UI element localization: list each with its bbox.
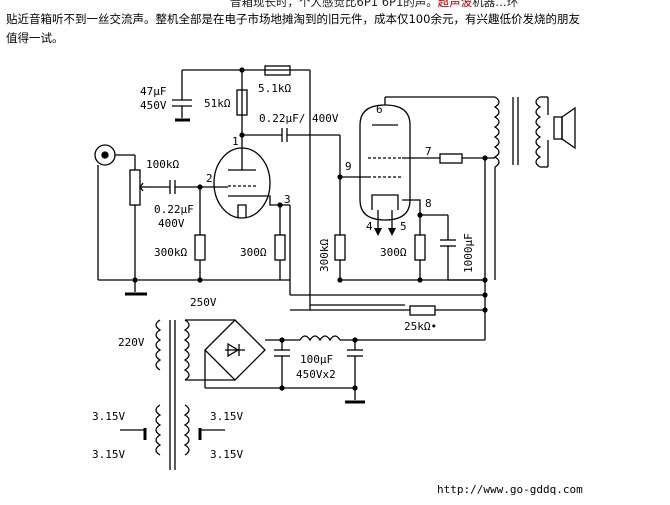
potentiometer-symbol	[129, 155, 150, 280]
label-400v-input: 400V	[158, 217, 185, 230]
label-022uf-input: 0.22μF	[154, 203, 194, 216]
header-line-partial: 音箱现长时，个人感觉比6P1 6P1的声。超声波机器…环	[230, 0, 518, 9]
label-pin-4: 4	[366, 220, 373, 233]
tube-2-symbol	[359, 104, 411, 221]
label-pin-1: 1	[232, 135, 239, 148]
article-link[interactable]: 超声波	[437, 0, 473, 9]
label-pin-2: 2	[206, 172, 213, 185]
label-pin-8: 8	[425, 197, 432, 210]
article-text-line: 贴近音箱听不到一丝交流声。整机全部是在电子市场地摊淘到的旧元件，成本仅100余元…	[6, 12, 580, 26]
bridge-rectifier-symbol	[204, 319, 266, 381]
label-022uf-400v-top: 0.22μF/ 400V	[259, 112, 339, 125]
output-transformer-symbol	[493, 96, 549, 280]
label-100uf: 100μF	[300, 353, 333, 366]
label-1000uf: 1000μF	[462, 233, 475, 273]
label-450vx2: 450Vx2	[296, 368, 336, 381]
power-transformer-symbol	[155, 319, 190, 470]
label-pin-7: 7	[425, 145, 432, 158]
label-450v: 450V	[140, 99, 167, 112]
source-url-watermark: http://www.go-gddq.com	[437, 483, 583, 496]
label-315v-c: 3.15V	[210, 410, 243, 423]
tube-1-symbol	[213, 147, 271, 219]
speaker-icon	[553, 106, 576, 150]
label-25k: 25kΩ•	[404, 320, 437, 333]
label-pot-100k: 100kΩ	[146, 158, 179, 171]
label-300k-stage1: 300kΩ	[154, 246, 187, 259]
label-47uf: 47μF	[140, 85, 167, 98]
label-315v-a: 3.15V	[92, 410, 125, 423]
label-300-stage1: 300Ω	[240, 246, 267, 259]
label-pin-6: 6	[376, 103, 383, 116]
article-text-line: 值得一试。	[6, 31, 64, 45]
label-51k: 51kΩ	[204, 97, 231, 110]
label-250v: 250V	[190, 296, 217, 309]
input-jack-symbol	[94, 144, 135, 280]
label-315v-b: 3.15V	[92, 448, 125, 461]
label-pin-3: 3	[284, 193, 291, 206]
label-220v: 220V	[118, 336, 145, 349]
label-300-stage2: 300Ω	[380, 246, 407, 259]
junction-dots	[132, 67, 488, 391]
label-pin-9: 9	[345, 160, 352, 173]
label-315v-d: 3.15V	[210, 448, 243, 461]
label-5k1: 5.1kΩ	[258, 82, 291, 95]
label-pin-5: 5	[400, 220, 407, 233]
label-300k-stage2: 300kΩ	[318, 239, 331, 272]
